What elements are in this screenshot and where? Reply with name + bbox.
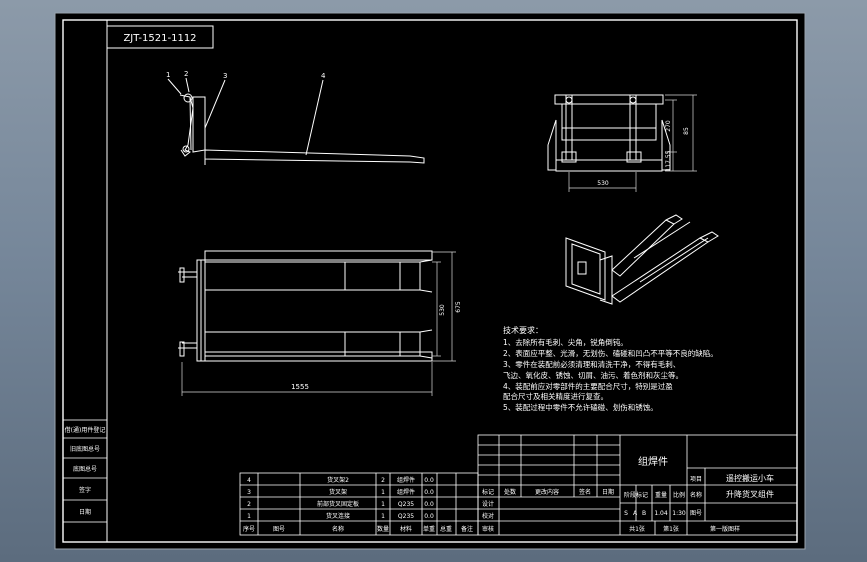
isometric-view: [565, 214, 719, 305]
part-number-2: 2: [184, 70, 188, 78]
rev-header: 日期: [602, 488, 614, 496]
dim-side-1: 270: [665, 120, 672, 132]
left-strip-table: [62, 419, 108, 523]
side-label: 底图总号: [73, 465, 97, 473]
bom-seq: 2: [247, 501, 251, 508]
stage-value: A: [633, 510, 638, 517]
title-block-product: 遥控搬运小车: [726, 473, 774, 483]
bom-material: Q235: [398, 501, 414, 508]
bom-qty: 2: [381, 477, 385, 484]
bom-material: 组焊件: [397, 476, 415, 484]
tech-line: 3、零件在装配前必须清理和清洗干净，不得有毛刺、: [503, 359, 680, 369]
bom-weight: 0.0: [424, 513, 434, 520]
bom-name: 货叉架: [329, 488, 347, 496]
bom-qty: 1: [381, 513, 385, 520]
bom-header-remark: 备注: [461, 525, 473, 533]
side-view: [167, 77, 425, 165]
side-label: 签字: [79, 486, 91, 494]
title-block-project-label: 项目: [690, 476, 702, 483]
bom-material: 组焊件: [397, 488, 415, 496]
part-number-1: 1: [166, 71, 170, 79]
dim-length: 1555: [291, 383, 309, 391]
bom-weight: 0.0: [424, 489, 434, 496]
dim-side-2: 85: [683, 127, 690, 135]
side-label: 借(通)用件登记: [65, 426, 106, 434]
code-stamp: ZJT-1521-1112: [123, 33, 196, 44]
bom-name: 货叉连接: [326, 512, 350, 520]
bom-seq: 3: [247, 489, 251, 496]
rev-header: 处数: [504, 488, 516, 496]
bom-header-material: 材料: [400, 525, 412, 533]
side-label: 日期: [79, 508, 91, 516]
plan-view: [178, 250, 433, 362]
title-block-part-name: 升降货叉组件: [726, 489, 774, 499]
bom-header-code: 图号: [273, 526, 285, 533]
tech-line: 飞边、氧化皮、锈蚀、切屑、油污、着色剂和灰尘等。: [503, 370, 683, 380]
role-label: 校对: [482, 512, 494, 520]
front-view: [547, 94, 671, 172]
bom-name: 前部货叉固定板: [317, 500, 359, 508]
bom-seq: 1: [247, 513, 251, 520]
tech-line: 2、表面应平整、光滑，无划伤、磕碰和凹凸不平等不良的缺陷。: [503, 348, 718, 358]
bom-seq: 4: [247, 477, 251, 484]
dim-side-3: 117.55: [665, 150, 672, 171]
tech-title: 技术要求：: [503, 325, 543, 335]
bom-weight: 0.0: [424, 501, 434, 508]
side-label: 旧底图总号: [70, 445, 100, 453]
title-block-name-label: 名称: [690, 491, 702, 499]
sheet-outline: [54, 12, 806, 550]
rev-header: 更改内容: [535, 488, 559, 496]
bom-table: [239, 472, 479, 536]
bom-header-qty: 数量: [377, 525, 389, 533]
drawing-border: [62, 19, 798, 543]
version: 第一版图样: [710, 525, 740, 533]
weight-label: 重量: [655, 491, 667, 499]
dim-front-width: 530: [597, 180, 609, 187]
bom-header-name: 名称: [332, 525, 344, 533]
tech-line: 1、去除所有毛刺、尖角，锐角倒钝。: [503, 337, 628, 347]
rev-header: 签名: [579, 488, 591, 496]
rev-header: 标记: [482, 488, 494, 496]
weight-value: 1.04: [654, 510, 668, 517]
dim-width: 530: [439, 304, 446, 316]
bom-qty: 1: [381, 489, 385, 496]
stage-label: 阶段标记: [624, 491, 648, 499]
bom-qty: 1: [381, 501, 385, 508]
bom-header-seq: 序号: [243, 525, 255, 533]
front-dimensions: [568, 94, 697, 192]
role-label: 审核: [482, 525, 494, 533]
bom-header-total: 总重: [440, 525, 452, 533]
bom-material: Q235: [398, 513, 414, 520]
tech-line: 5、装配过程中零件不允许磕碰、划伤和锈蚀。: [503, 402, 658, 412]
title-block-center-title: 组焊件: [638, 455, 668, 468]
stage-value: S: [624, 510, 628, 517]
tech-line: 配合尺寸及相关精度进行复查。: [503, 391, 608, 401]
tech-line: 4、装配前应对零部件的主要配合尺寸，特别是过盈: [503, 381, 673, 391]
title-block: [477, 434, 798, 536]
bom-name: 货叉架2: [327, 476, 349, 484]
scale-value: 1:30: [672, 510, 686, 517]
title-block-code-label: 图号: [690, 510, 702, 517]
stage-value: B: [642, 510, 646, 517]
scale-label: 比例: [673, 491, 685, 499]
dim-height: 675: [455, 301, 462, 313]
part-number-3: 3: [223, 72, 227, 80]
bom-weight: 0.0: [424, 477, 434, 484]
part-number-4: 4: [321, 72, 326, 80]
code-stamp-box: [106, 25, 214, 49]
role-label: 设计: [482, 500, 494, 508]
sheet-no: 第1张: [663, 525, 679, 533]
total-sheets: 共1张: [629, 525, 645, 533]
bom-header-weight: 单重: [423, 525, 435, 533]
plan-dimensions: [181, 251, 456, 396]
